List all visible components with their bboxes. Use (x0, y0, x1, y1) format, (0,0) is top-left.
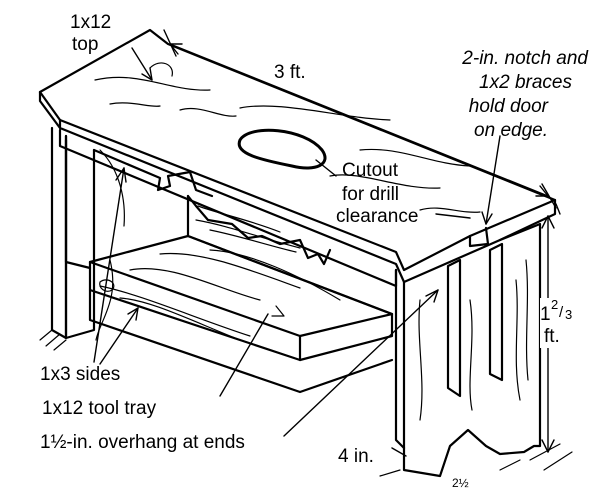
leader-top-arrow (141, 67, 153, 81)
leader-tray (219, 313, 269, 397)
grain-top-3 (239, 105, 391, 121)
right-end-inner-edge (394, 268, 406, 450)
tool-tray-surface (88, 234, 394, 338)
grain-end-3 (515, 279, 521, 401)
front-lower-rail (88, 288, 394, 394)
height-arrow-top (541, 215, 555, 229)
grain-back-2 (195, 219, 301, 249)
grain-top-2 (149, 62, 173, 77)
length-dim-tick-right (541, 183, 557, 209)
notch-label-line4: on edge. (474, 120, 548, 141)
grain-top-4 (329, 174, 441, 189)
ground-left-1 (39, 329, 53, 341)
leader-overhang (283, 289, 439, 437)
grain-tray-1 (129, 268, 261, 301)
leader-sides-2 (99, 307, 139, 365)
back-rail (64, 138, 92, 270)
foot-label: 4 in. (338, 446, 374, 468)
cutout-label-line2: for drill (342, 184, 400, 205)
leader-overhang-arrow (425, 289, 439, 303)
leader-cutout (315, 159, 337, 177)
tray-arrow (271, 305, 285, 317)
grain-top-6 (179, 108, 237, 117)
ground-left-2 (45, 333, 61, 347)
grain-end-4 (525, 259, 529, 381)
right-end-panel (402, 222, 542, 478)
height-unit: ft. (544, 326, 560, 347)
left-end-panel (50, 126, 68, 340)
height-label: 1 2 / 3 ft. (540, 298, 580, 348)
back-panel-broken (92, 148, 214, 198)
height-whole: 1 (540, 304, 551, 325)
grain-end-1 (418, 299, 423, 421)
length-arrow-left (169, 43, 183, 55)
height-numerator: 2 (551, 297, 559, 312)
grain-top-5 (359, 148, 471, 167)
foot-dimension-line (391, 447, 407, 457)
grain-back-1 (197, 205, 281, 233)
ground-right-2 (543, 451, 573, 471)
drill-cutout (237, 128, 327, 170)
notch-label-line3: hold door (468, 96, 548, 117)
grain-front-1 (99, 149, 125, 227)
grain-end-2 (469, 299, 473, 411)
cutout-label-line3: clearance (336, 206, 419, 227)
leader-notch-arrow (481, 211, 493, 225)
leader-sides-1 (93, 167, 125, 363)
top-board-left-end (38, 90, 62, 130)
grain-back-3 (209, 229, 297, 253)
cutout-label-line1: Cutout (342, 160, 398, 181)
ground-right-1 (529, 443, 561, 461)
tool-tray-front (88, 260, 302, 362)
ground-left-3 (53, 339, 67, 351)
leader-notch (485, 135, 501, 225)
notch-label-line2: 1x2 braces (479, 72, 572, 93)
left-brace (446, 258, 462, 398)
overhang-label: 1½-in. overhang at ends (40, 432, 245, 453)
grain-top-7 (419, 207, 481, 213)
height-arrow-bottom (541, 439, 555, 453)
length-label: 3 ft. (274, 62, 306, 83)
length-dimension-line (169, 43, 549, 197)
grain-top-8 (109, 102, 161, 107)
notch-label-line1: 2-in. notch and (462, 48, 588, 69)
grain-tray-4 (99, 285, 251, 337)
length-arrow-right (535, 185, 549, 197)
ground-right-3 (499, 459, 521, 471)
right-brace (488, 242, 504, 382)
length-end-extension (555, 203, 561, 215)
grain-tray-2 (159, 252, 301, 289)
grain-front-3 (119, 297, 241, 341)
leader-sides-1-arrow (115, 167, 127, 183)
sides-label: 1x3 sides (40, 364, 121, 385)
tool-tray-edge (298, 312, 394, 362)
leader-sides-2-arrow (127, 307, 139, 321)
top-board-notch (468, 226, 490, 248)
top-label-line1: 1x12 (70, 12, 112, 33)
height-denominator: 3 (565, 307, 573, 322)
top-label-line2: top (72, 34, 99, 55)
ground-right-4 (379, 469, 401, 477)
cut-off-label: 2½ (452, 478, 469, 488)
grain-tray-3 (209, 249, 341, 301)
height-fraction-slash: / (559, 304, 564, 321)
tray-label: 1x12 tool tray (42, 398, 157, 419)
leader-top (131, 47, 153, 81)
length-dim-tick-left (163, 29, 177, 57)
leader-clearance (435, 213, 471, 219)
grain-top-1 (94, 76, 211, 91)
